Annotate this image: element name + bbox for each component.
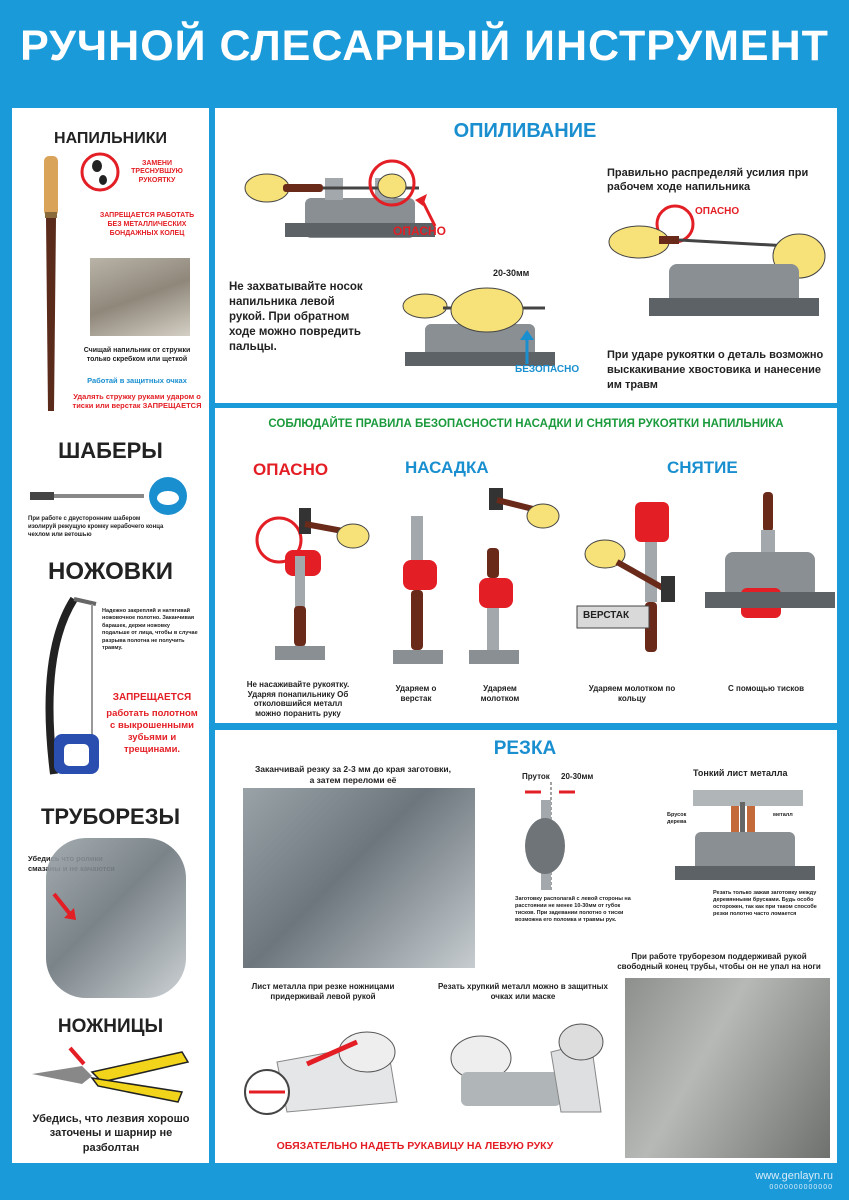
danger-fit-figure-icon: [255, 508, 370, 660]
cutting-gap: 20-30мм: [561, 772, 594, 781]
filing-impact: При ударе рукоятки о деталь возможно выс…: [607, 349, 824, 391]
cutting-metal: металл: [773, 812, 793, 818]
metal-shears-icon: [32, 1046, 190, 1103]
filing-gap: 20-30мм: [493, 268, 530, 278]
cutting-sheet-title: Тонкий лист металла: [693, 768, 788, 778]
filing-safe: БЕЗОПАСНО: [515, 364, 580, 375]
files-goggles-text: Работай в защитных очках: [87, 376, 187, 385]
crack-handle-sign-icon: [80, 152, 120, 192]
handle-workbench: ВЕРСТАК: [583, 610, 630, 621]
cutting-panel: РЕЗКА Заканчивай резку за 2-3 мм до края…: [215, 730, 837, 1163]
handle-cap-bench: Ударяем о верстак: [395, 684, 437, 703]
files-clean-text: Счищай напильник от стружки только скреб…: [83, 347, 191, 364]
file-cleaning-photo: [90, 258, 190, 336]
handle-heading: СОБЛЮДАЙТЕ ПРАВИЛА БЕЗОПАСНОСТИ НАСАДКИ …: [268, 418, 784, 430]
files-heading: НАПИЛЬНИКИ: [54, 130, 167, 147]
brittle-metal-figure-icon: [450, 1023, 604, 1113]
danger-circle-icon: [368, 159, 416, 207]
fit-bench-figure-icon: [393, 516, 443, 664]
files-warning: ЗАПРЕЩАЕТСЯ РАБОТАТЬ БЕЗ МЕТАЛЛИЧЕСКИХ Б…: [99, 212, 195, 237]
cutting-pipe-text: При работе труборезом поддерживай рукой …: [617, 952, 821, 972]
pipe-cutter-photo: [625, 978, 830, 1158]
cutting-wood: Брусок дерева: [667, 812, 687, 825]
shears-cutting-figure-icon: [244, 1031, 398, 1115]
cutting-heading: РЕЗКА: [493, 738, 557, 759]
hacksaw-cutting-photo: [243, 788, 475, 968]
cutting-brittle: Резать хрупкий металл можно в защитных о…: [438, 982, 608, 1002]
scraper-tool-icon: [30, 492, 144, 500]
filing-heading: ОПИЛИВАНИЕ: [453, 120, 597, 142]
filing-panel: ОПИЛИВАНИЕ ОПАСНО Не захватывайте носок …: [215, 108, 837, 403]
rod-vise-diagram-icon: [525, 782, 575, 892]
cutting-sheet-text: Резать только зажав заготовку между дере…: [713, 890, 817, 918]
handle-cap-danger: Не насаживайте рукоятку. Ударяя понапиль…: [246, 680, 350, 718]
cutting-glove: ОБЯЗАТЕЛЬНО НАДЕТЬ РУКАВИЦУ НА ЛЕВУЮ РУК…: [276, 1140, 554, 1152]
fit-hammer-figure-icon: [469, 488, 560, 664]
footer-code: 0000000000000: [769, 1184, 833, 1191]
files-sign-text: ЗАМЕНИ ТРЕСНУВШУЮ РУКОЯТКУ: [131, 160, 183, 184]
pipe-cutter-arrow-icon: [52, 892, 76, 920]
filing-dont-grab: Не захватывайте носок напильника левой р…: [229, 281, 363, 353]
handle-danger: ОПАСНО: [253, 460, 329, 479]
filing-danger1: ОПАСНО: [393, 224, 446, 238]
cutting-rod: Пруток: [522, 772, 550, 781]
left-panel: НАПИЛЬНИКИ ЗАМЕНИ ТРЕСНУВШУЮ РУКОЯТКУ ЗА…: [12, 108, 209, 1163]
handle-panel: СОБЛЮДАЙТЕ ПРАВИЛА БЕЗОПАСНОСТИ НАСАДКИ …: [215, 408, 837, 723]
saws-text: Надежно закрепляй и натягивай ножовочное…: [102, 608, 198, 652]
safe-arrow-icon: [520, 330, 534, 364]
removal-vise-figure-icon: [705, 492, 835, 618]
saws-heading: НОЖОВКИ: [48, 558, 173, 585]
cutting-rod-text: Заготовку располагай с левой стороны на …: [515, 896, 631, 924]
hacksaw-icon: [45, 596, 99, 775]
handle-cap-ring: Ударяем молотком по кольцу: [588, 684, 676, 703]
handle-removal: СНЯТИЕ: [667, 458, 738, 477]
filing-danger2: ОПАСНО: [695, 206, 740, 217]
filing-distribute: Правильно распределяй усилия при рабочем…: [607, 167, 809, 194]
file-tool-icon: [44, 156, 58, 411]
removal-ring-figure-icon: [576, 502, 675, 652]
footer-site: www.genlayn.ru: [755, 1170, 833, 1182]
files-chips-text: Удалять стружку руками ударом о тиски ил…: [72, 392, 202, 410]
scissors-text: Убедись, что лезвия хорошо заточены и ша…: [32, 1113, 190, 1154]
scissors-heading: НОЖНИЦЫ: [57, 1016, 164, 1037]
pipe-cutters-heading: ТРУБОРЕЗЫ: [40, 804, 181, 829]
saws-forbidden: ЗАПРЕЩАЕТСЯ: [112, 692, 192, 703]
scraper-sign-icon: [149, 477, 187, 515]
danger-arrow-icon: [415, 194, 437, 227]
saws-forbidden-detail: работать полотном с выкрошенными зубьями…: [106, 708, 198, 755]
cutting-shears: Лист металла при резке ножницами придерж…: [251, 982, 395, 1002]
sheet-vise-diagram-icon: [675, 790, 815, 880]
scrapers-heading: ШАБЕРЫ: [58, 438, 163, 463]
page-title: РУЧНОЙ СЛЕСАРНЫЙ ИНСТРУМЕНТ: [20, 22, 829, 70]
scrapers-text: При работе с двусторонним шабером изолир…: [28, 516, 164, 538]
cutting-finish: Заканчивай резку за 2-3 мм до края загот…: [254, 764, 452, 786]
safe-hand-icon: [450, 287, 524, 333]
handle-cap-hammer: Ударяем молотком: [480, 684, 520, 703]
handle-cap-vise: С помощью тисков: [727, 684, 805, 693]
vise-right-icon: [608, 225, 826, 316]
handle-fit: НАСАДКА: [405, 458, 489, 477]
